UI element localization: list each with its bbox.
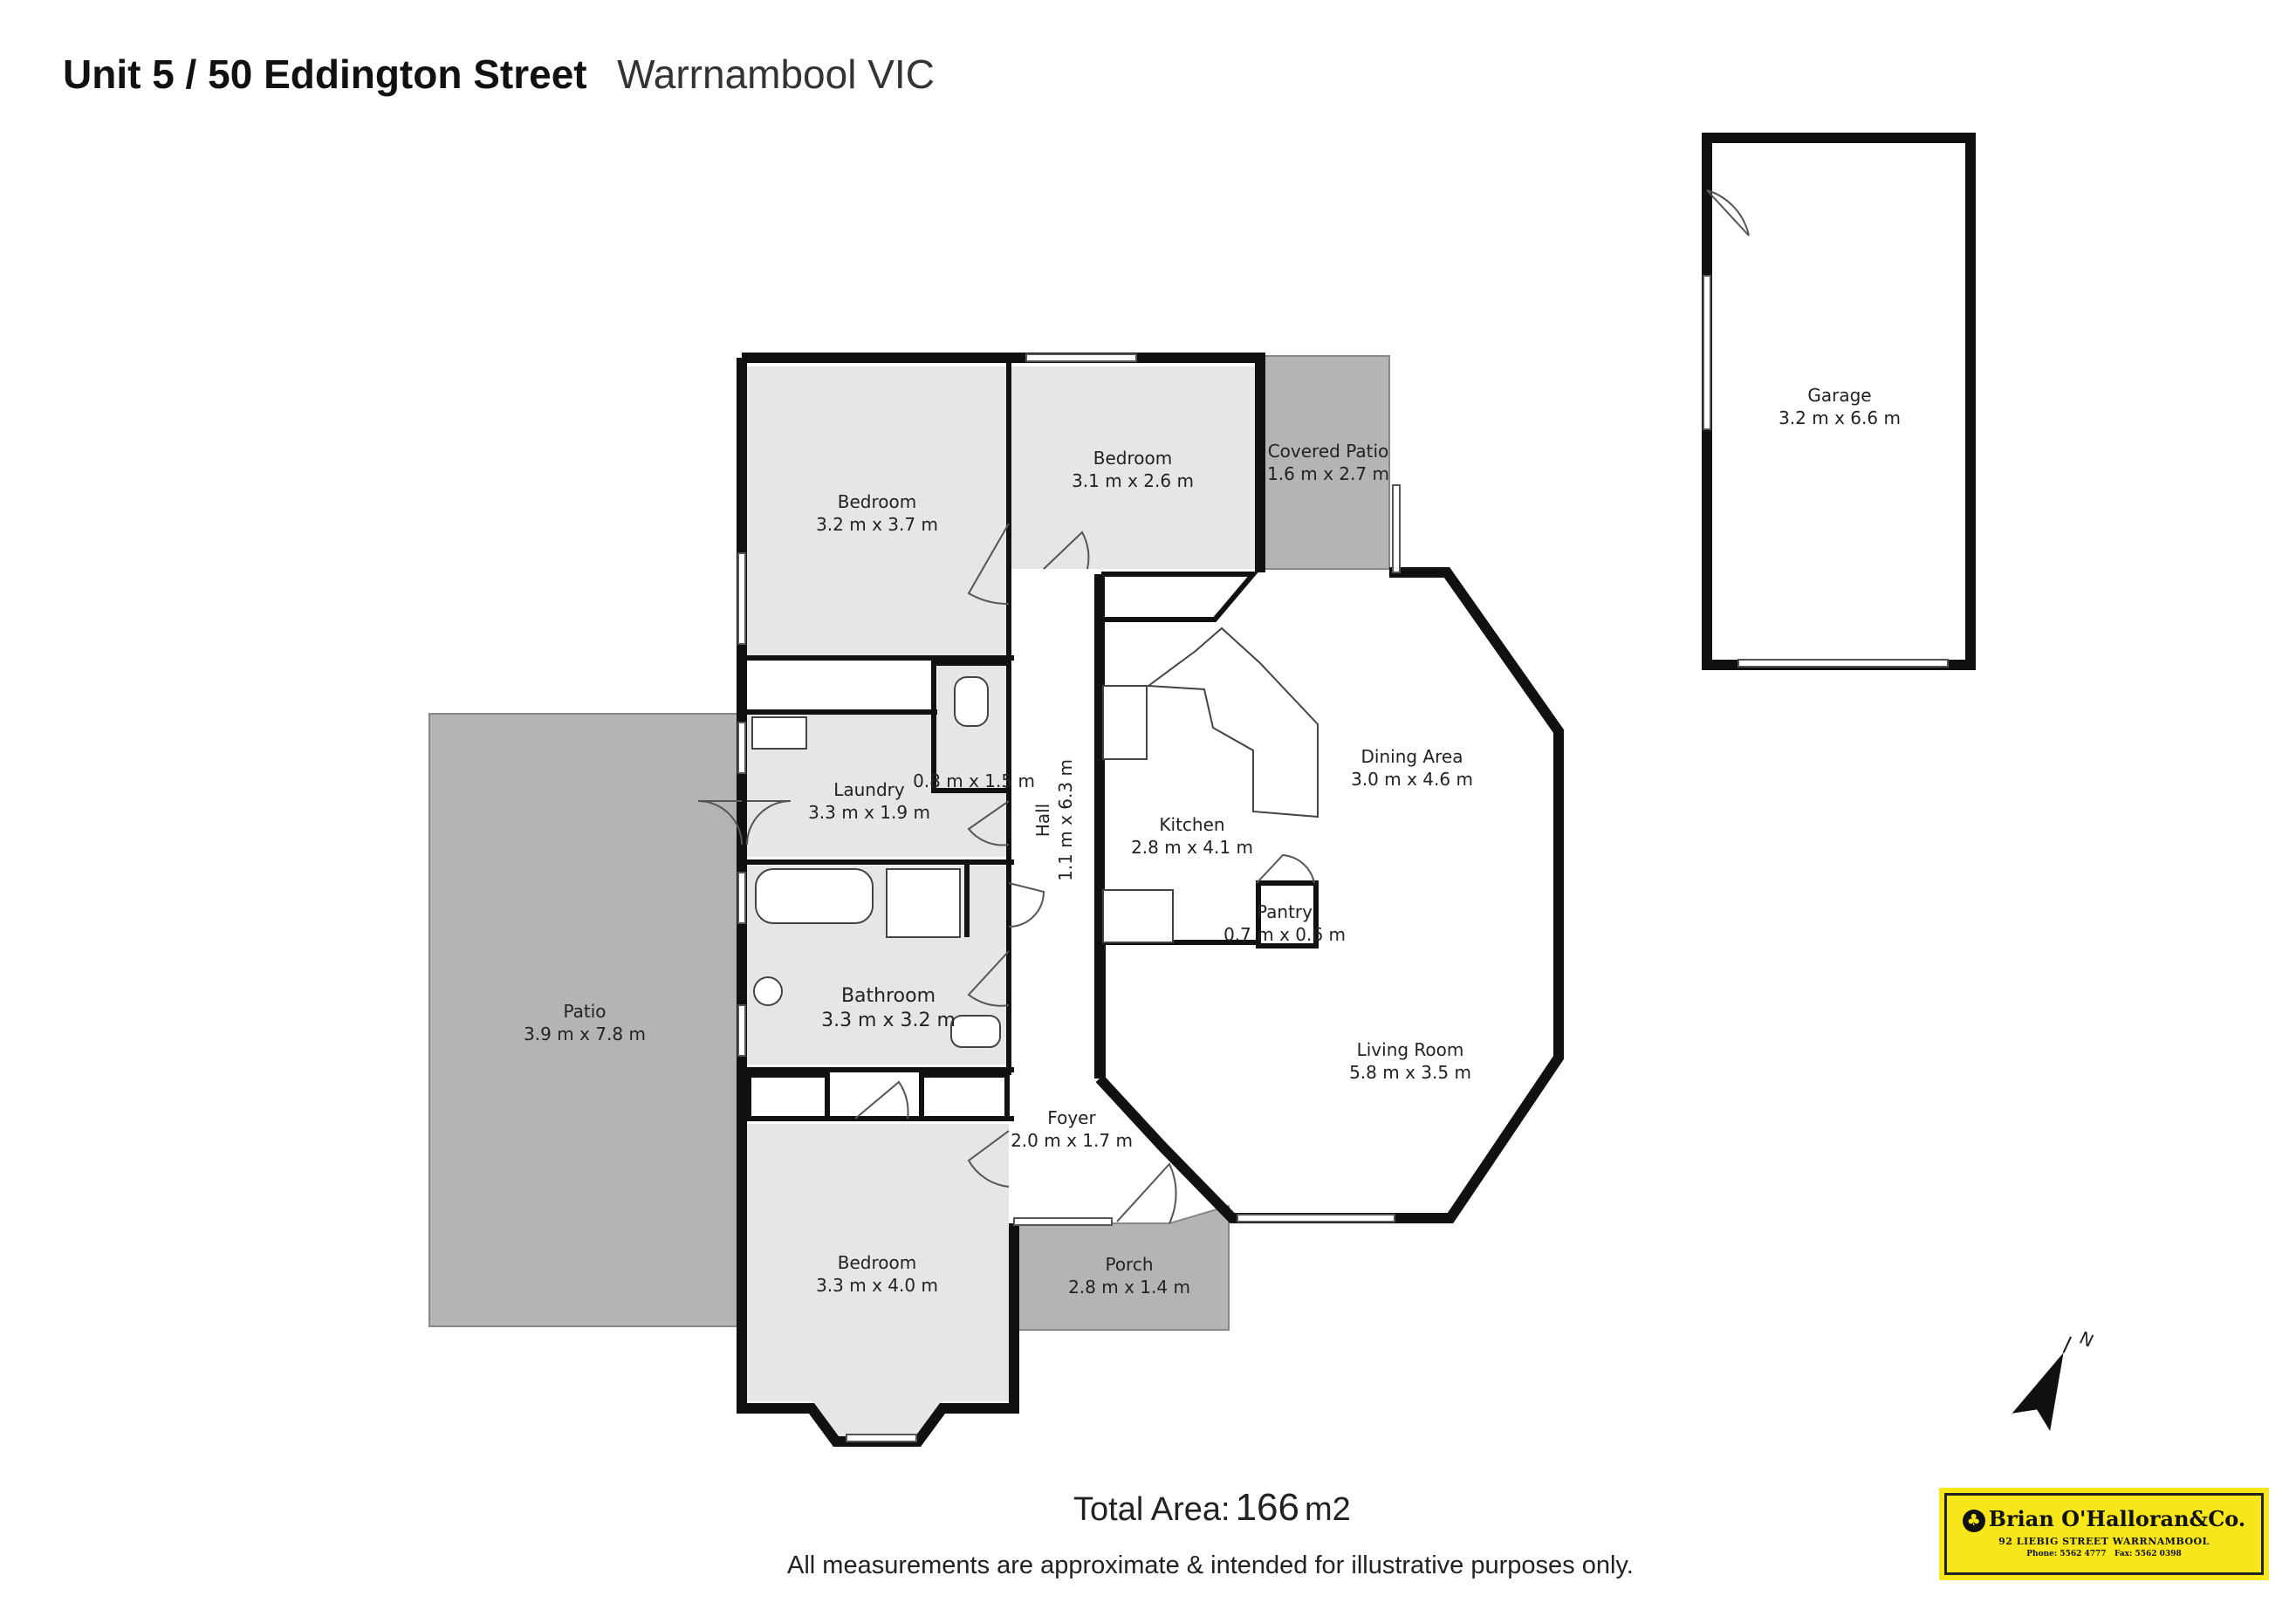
label-garage: Garage <box>1807 385 1871 406</box>
kitchen-bench-lower <box>1102 889 1174 943</box>
dims-patio: 3.9 m x 7.8 m <box>524 1024 646 1044</box>
dims-pantry: 0.7 m x 0.6 m <box>1223 924 1346 945</box>
label-bedroom2: Bedroom <box>1093 448 1172 469</box>
label-hall: Hall <box>1032 804 1053 837</box>
outdoor-areas <box>428 355 1390 1331</box>
dims-garage: 3.2 m x 6.6 m <box>1779 407 1901 428</box>
dims-dining: 3.0 m x 4.6 m <box>1351 769 1473 790</box>
bedroom2-fill <box>1009 366 1255 569</box>
dims-wc: 0.8 m x 1.5 m <box>913 770 1035 791</box>
dims-hall: 1.1 m x 6.3 m <box>1055 759 1076 881</box>
room-fills <box>747 366 1255 1438</box>
label-bedroom3: Bedroom <box>838 1252 916 1273</box>
north-arrow-icon <box>2012 1352 2064 1432</box>
label-pantry: Pantry <box>1257 901 1312 922</box>
dims-bathroom: 3.3 m x 3.2 m <box>821 1010 956 1031</box>
agency-fax: Fax: 5562 0398 <box>2114 1549 2182 1558</box>
shower <box>886 868 961 938</box>
bedroom3-fill <box>747 1124 1009 1438</box>
total-area-unit: m2 <box>1304 1491 1351 1528</box>
label-living: Living Room <box>1357 1039 1464 1060</box>
total-area-value: 166 <box>1235 1486 1299 1529</box>
label-dining: Dining Area <box>1361 746 1463 767</box>
compass-label: N <box>2076 1327 2097 1352</box>
label-bathroom: Bathroom <box>841 985 936 1007</box>
wc <box>954 676 989 727</box>
agency-address: 92 LIEBIG STREET WARRNAMBOOL <box>1998 1535 2210 1547</box>
dims-bedroom1: 3.2 m x 3.7 m <box>816 514 938 535</box>
dims-foyer: 2.0 m x 1.7 m <box>1011 1130 1133 1151</box>
windows <box>737 353 1401 1442</box>
agency-phone: Phone: 5562 4777 <box>2026 1549 2107 1558</box>
title-location: Warrnambool VIC <box>617 51 935 97</box>
agency-contacts: Phone: 5562 4777 Fax: 5562 0398 <box>1947 1550 2261 1558</box>
label-porch: Porch <box>1105 1254 1153 1275</box>
label-laundry: Laundry <box>833 779 905 800</box>
agency-frame: ♣Brian O'Halloran&Co. 92 LIEBIG STREET W… <box>1944 1493 2264 1575</box>
title-address: Unit 5 / 50 Eddington Street <box>63 51 587 97</box>
toilet <box>950 1015 1001 1048</box>
dims-bedroom2: 3.1 m x 2.6 m <box>1072 470 1194 491</box>
dims-living: 5.8 m x 3.5 m <box>1349 1062 1471 1083</box>
dims-porch: 2.8 m x 1.4 m <box>1068 1277 1190 1298</box>
agency-logo-block: ♣Brian O'Halloran&Co. 92 LIEBIG STREET W… <box>1939 1488 2269 1580</box>
north-compass: N <box>2012 1327 2097 1432</box>
page-title: Unit 5 / 50 Eddington Street Warrnambool… <box>63 51 935 98</box>
shamrock-icon: ♣ <box>1962 1509 1985 1532</box>
kitchen-island <box>1146 627 1319 818</box>
garage <box>1702 133 1976 670</box>
basin <box>753 976 783 1006</box>
dims-covered-patio: 1.6 m x 2.7 m <box>1267 463 1389 484</box>
fixtures <box>751 627 1319 1048</box>
bathtub <box>755 868 874 924</box>
dims-bedroom3: 3.3 m x 4.0 m <box>816 1275 938 1296</box>
kitchen-bench-strip <box>1102 685 1148 760</box>
total-area-label: Total Area: <box>1073 1491 1230 1528</box>
label-foyer: Foyer <box>1047 1107 1096 1128</box>
label-bedroom1: Bedroom <box>838 491 916 512</box>
patio-area <box>428 713 739 1327</box>
disclaimer-text: All measurements are approximate & inten… <box>787 1551 1634 1579</box>
label-patio: Patio <box>563 1001 606 1022</box>
agency-name: Brian O'Halloran&Co. <box>1988 1506 2246 1531</box>
dims-laundry: 3.3 m x 1.9 m <box>808 802 930 823</box>
bedroom1-fill <box>747 366 1009 658</box>
laundry-trough <box>751 716 807 750</box>
door-swings <box>697 523 1315 1224</box>
covered-patio-area <box>1263 355 1390 570</box>
dims-kitchen: 2.8 m x 4.1 m <box>1131 837 1253 858</box>
room-labels: Bedroom 3.2 m x 3.7 m Bedroom 3.1 m x 2.… <box>524 385 1901 1298</box>
agency-name-row: ♣Brian O'Halloran&Co. <box>1947 1506 2261 1532</box>
label-covered-patio: Covered Patio <box>1268 441 1389 462</box>
label-kitchen: Kitchen <box>1159 814 1224 835</box>
